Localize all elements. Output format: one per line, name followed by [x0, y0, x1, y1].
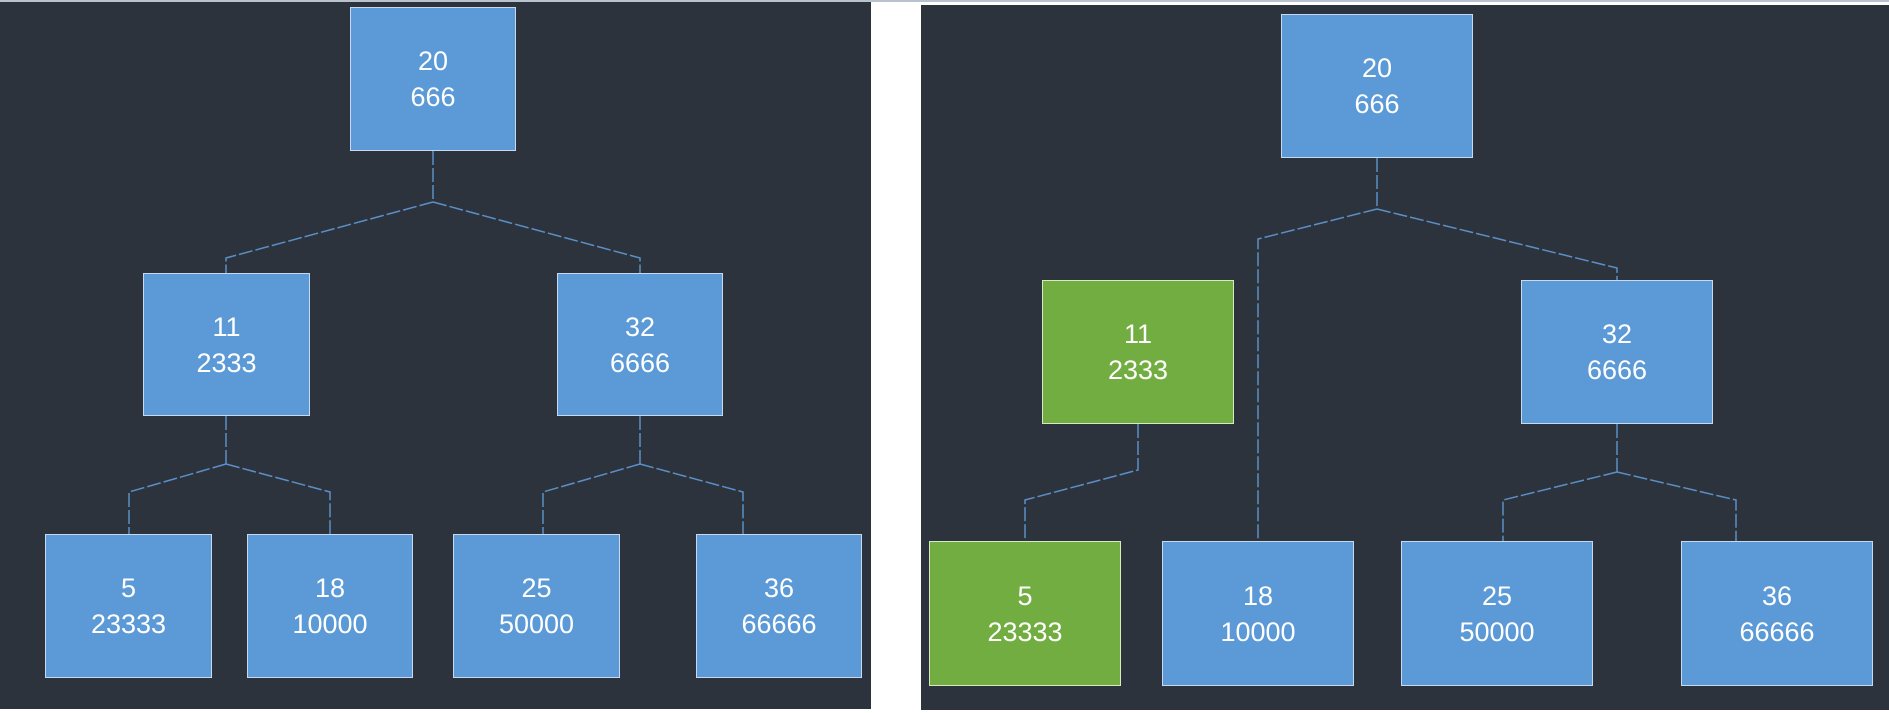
connector-right-11: [1024, 424, 1139, 541]
node-value: 66666: [1739, 616, 1815, 647]
node-value: 66666: [741, 609, 817, 639]
left-node-5: 5 23333: [45, 534, 212, 678]
node-key: 18: [314, 573, 346, 603]
right-node-20: 20 666: [1281, 14, 1473, 158]
node-value: 666: [410, 82, 456, 112]
left-node-11: 11 2333: [143, 273, 310, 416]
node-value: 10000: [292, 609, 368, 639]
left-node-25: 25 50000: [453, 534, 620, 678]
node-key: 5: [1017, 580, 1033, 611]
left-node-32: 32 6666: [557, 273, 723, 416]
top-border-line: [0, 0, 1889, 2]
node-key: 32: [624, 311, 656, 342]
node-key: 36: [763, 573, 795, 603]
node-key: 32: [1601, 319, 1633, 349]
node-value: 50000: [1459, 616, 1535, 647]
node-value: 2333: [1107, 355, 1169, 385]
node-value: 23333: [987, 616, 1063, 647]
connector-left-11: [128, 416, 331, 534]
node-value: 50000: [498, 609, 575, 639]
node-value: 23333: [90, 609, 167, 639]
node-key: 25: [521, 573, 552, 603]
node-key: 18: [1242, 580, 1274, 611]
right-node-11-highlighted: 11 2333: [1042, 280, 1234, 424]
right-node-25: 25 50000: [1401, 541, 1593, 686]
node-key: 20: [417, 46, 449, 76]
left-node-20: 20 666: [350, 7, 516, 151]
node-key: 11: [1123, 319, 1153, 349]
node-key: 5: [120, 573, 137, 603]
connector-left-root: [225, 151, 641, 273]
node-value: 10000: [1220, 616, 1296, 647]
node-key: 11: [212, 311, 241, 342]
connector-left-32: [542, 416, 744, 534]
node-key: 20: [1361, 53, 1393, 83]
node-key: 25: [1481, 580, 1513, 611]
right-node-5-highlighted: 5 23333: [929, 541, 1121, 686]
node-value: 2333: [196, 347, 257, 378]
right-node-36: 36 66666: [1681, 541, 1873, 686]
node-key: 36: [1761, 580, 1793, 611]
left-node-36: 36 66666: [696, 534, 862, 678]
connector-right-32: [1502, 424, 1737, 541]
right-node-32: 32 6666: [1521, 280, 1713, 424]
left-node-18: 18 10000: [247, 534, 413, 678]
node-value: 666: [1354, 89, 1400, 119]
node-value: 6666: [609, 347, 671, 378]
connector-right-root: [1257, 158, 1618, 541]
right-node-18: 18 10000: [1162, 541, 1354, 686]
node-value: 6666: [1586, 355, 1648, 385]
